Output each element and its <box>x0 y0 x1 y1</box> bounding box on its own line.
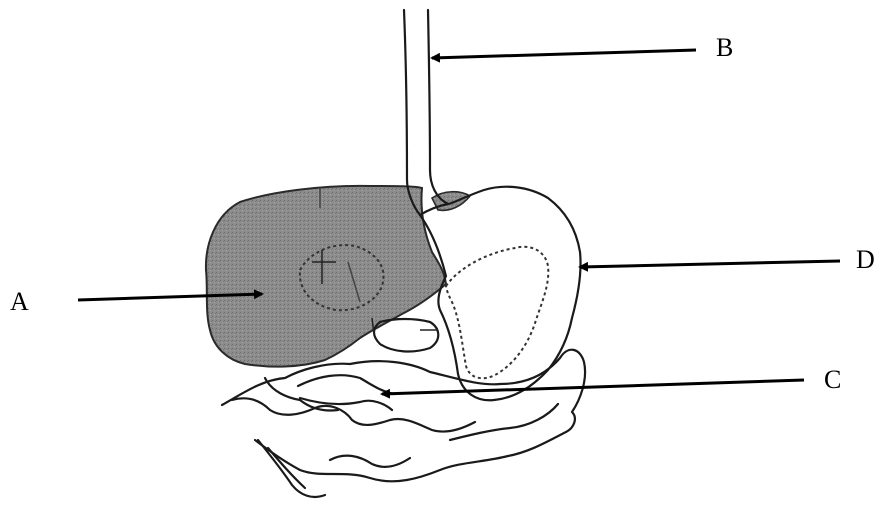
esophagus <box>404 10 448 215</box>
label-a: A <box>10 287 29 316</box>
intestines <box>222 350 585 497</box>
label-d: D <box>856 245 875 274</box>
arrow-c <box>382 380 804 394</box>
arrow-b <box>432 50 696 58</box>
label-c: C <box>824 365 841 394</box>
liver <box>206 186 470 367</box>
label-b: B <box>716 33 733 62</box>
arrow-d <box>580 261 840 267</box>
stomach <box>420 187 581 401</box>
